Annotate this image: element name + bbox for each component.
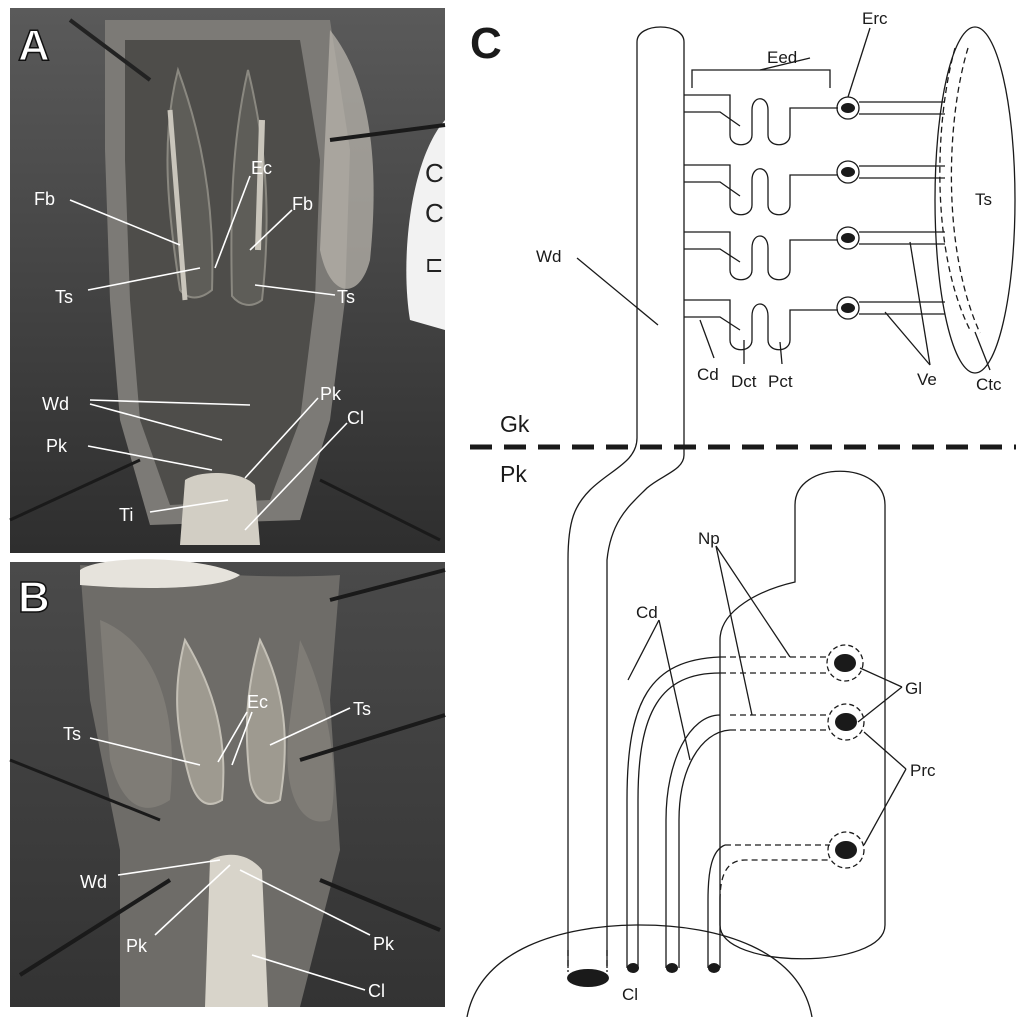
label-b-ts-right: Ts (353, 699, 371, 719)
label-b-ec: Ec (247, 692, 268, 712)
leader-c-gl-2 (858, 687, 902, 722)
panel-b-letter: B (18, 573, 50, 622)
nephron-ducts (627, 657, 830, 968)
label-c-cl: Cl (622, 985, 638, 1004)
wolffian-duct-opening (567, 969, 609, 987)
efferent-duct-units (684, 95, 945, 350)
label-c-dct: Dct (731, 372, 757, 391)
label-a-pk-left: Pk (46, 436, 68, 456)
label-a-pk-right: Pk (320, 384, 342, 404)
panel-c-letter: C (470, 19, 502, 68)
label-c-ve: Ve (917, 370, 937, 389)
panel-a-photo: C C ⊏ (10, 8, 445, 553)
wolffian-duct-inner (607, 27, 684, 968)
label-b-wd: Wd (80, 872, 107, 892)
label-c-cd-top: Cd (697, 365, 719, 384)
label-a-ti: Ti (119, 505, 133, 525)
leader-c-cd-2 (659, 620, 690, 760)
eed-bracket (692, 70, 830, 88)
panel-c-diagram: C (467, 9, 1016, 1017)
label-b-pk-right: Pk (373, 934, 395, 954)
leader-c-erc (848, 28, 870, 97)
leader-c-wd (577, 258, 658, 325)
leader-c-np-1 (716, 546, 790, 657)
panel-a-letter: A (18, 21, 50, 70)
label-c-gk: Gk (500, 411, 530, 437)
cloaca-outline (467, 925, 812, 1017)
label-c-pk: Pk (500, 461, 527, 487)
label-c-np: Np (698, 529, 720, 548)
label-a-ec: Ec (251, 158, 272, 178)
leader-c-cd-1 (628, 620, 659, 680)
label-c-gl: Gl (905, 679, 922, 698)
label-c-prc: Prc (910, 761, 936, 780)
label-a-ts-right: Ts (337, 287, 355, 307)
label-c-erc: Erc (862, 9, 888, 28)
label-c-eed: Eed (767, 48, 797, 67)
label-c-cd-bottom: Cd (636, 603, 658, 622)
label-a-ts-left: Ts (55, 287, 73, 307)
label-b-pk-left: Pk (126, 936, 148, 956)
leader-c-cd (700, 320, 714, 358)
label-a-cl: Cl (347, 408, 364, 428)
label-a-fb-left: Fb (34, 189, 55, 209)
leader-c-gl-1 (860, 668, 902, 687)
label-c-ts: Ts (975, 190, 992, 209)
label-a-fb-right: Fb (292, 194, 313, 214)
leader-c-ve-2 (910, 242, 930, 365)
svg-text:C: C (425, 158, 444, 188)
glomeruli (827, 645, 864, 868)
label-b-ts-left: Ts (63, 724, 81, 744)
svg-text:⊏: ⊏ (425, 252, 443, 277)
svg-text:C: C (425, 198, 444, 228)
leader-c-ctc (975, 332, 990, 370)
label-b-cl: Cl (368, 981, 385, 1001)
label-c-pct: Pct (768, 372, 793, 391)
leader-c-pct (780, 342, 782, 364)
label-c-ctc: Ctc (976, 375, 1002, 394)
label-c-wd: Wd (536, 247, 562, 266)
label-a-wd: Wd (42, 394, 69, 414)
